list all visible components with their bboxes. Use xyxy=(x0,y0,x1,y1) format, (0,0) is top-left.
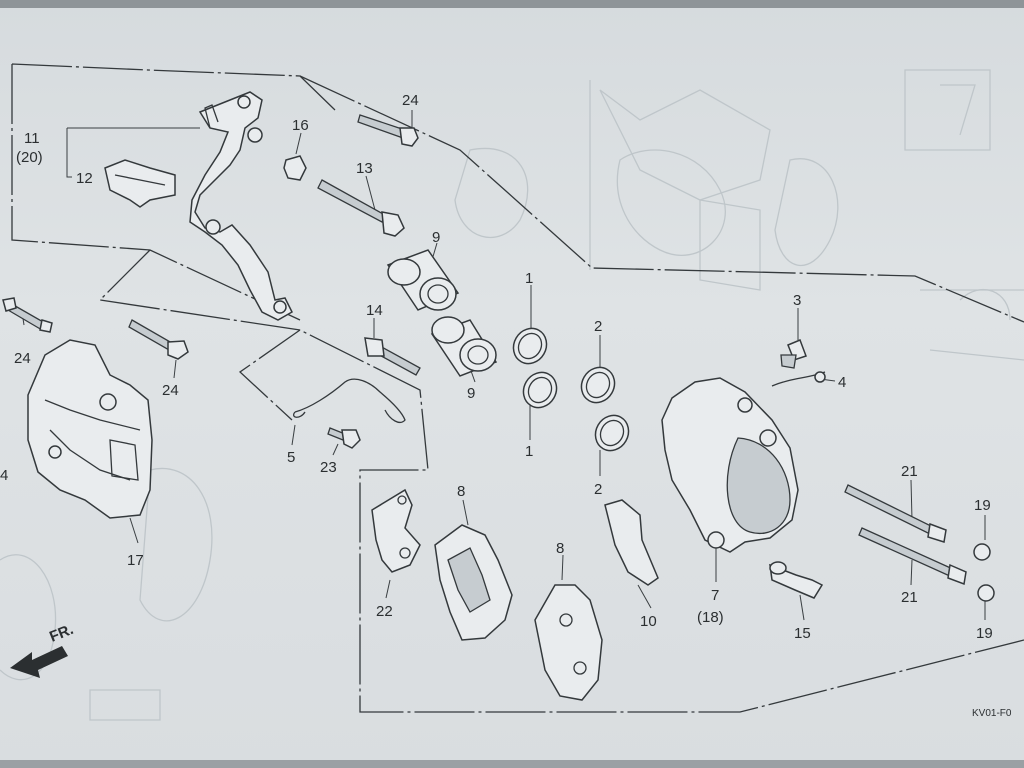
assembly-frame-lines xyxy=(11,63,1024,713)
pin-bolt-part-13 xyxy=(317,179,405,237)
callout-21-lower: 21 xyxy=(901,589,918,606)
pad-shim-part-22 xyxy=(371,488,421,573)
page-bottom-edge xyxy=(0,760,1024,768)
leader-lines xyxy=(21,110,986,621)
callout-12: 12 xyxy=(76,170,93,187)
callout-14: 14 xyxy=(366,302,383,319)
callout-9-upper: 9 xyxy=(432,229,440,246)
callout-16: 16 xyxy=(292,117,309,134)
callout-4: 4 xyxy=(838,374,846,391)
caliper-bracket-part-11 xyxy=(189,91,293,321)
callout-8-lower: 8 xyxy=(556,540,564,557)
piston-seal-part-1 xyxy=(512,327,558,409)
callout-22: 22 xyxy=(376,603,393,620)
callout-23: 23 xyxy=(320,459,337,476)
callout-7: 7 xyxy=(711,587,719,604)
bolt-part-23 xyxy=(327,427,361,449)
pin-part-21 xyxy=(844,484,967,586)
sleeve-part-9 xyxy=(386,249,498,377)
pad-spring-part-10 xyxy=(604,499,659,586)
callout-24-top: 24 xyxy=(402,92,419,109)
callout-8-upper: 8 xyxy=(457,483,465,500)
callout-11-alt: (20) xyxy=(16,149,43,166)
page-top-edge xyxy=(0,0,1024,8)
callout-10: 10 xyxy=(640,613,657,630)
callout-15: 15 xyxy=(794,625,811,642)
callout-labels: 11 (20) 12 24 16 13 9 9 1 1 2 2 3 4 14 5… xyxy=(0,92,993,642)
caliper-body-part-7 xyxy=(661,377,799,553)
front-direction-arrow-icon xyxy=(10,646,68,678)
front-direction-label: FR. xyxy=(47,621,76,646)
show-through-ghost xyxy=(0,69,1024,721)
nut-part-16 xyxy=(283,155,307,181)
callout-2-lower: 2 xyxy=(594,481,602,498)
callout-17: 17 xyxy=(127,552,144,569)
bolt-part-24 xyxy=(2,114,419,360)
callout-24-mid: 24 xyxy=(162,382,179,399)
callout-13: 13 xyxy=(356,160,373,177)
callout-5: 5 xyxy=(287,449,295,466)
caliper-body-part-17 xyxy=(27,339,153,519)
brake-pad-part-8 xyxy=(434,524,603,701)
drawing-code: KV01-F0 xyxy=(972,708,1012,719)
callout-21-upper: 21 xyxy=(901,463,918,480)
plug-part-15 xyxy=(769,561,824,599)
callout-1-lower: 1 xyxy=(525,443,533,460)
retainer-wire-part-5 xyxy=(293,378,406,424)
callout-24-left: 24 xyxy=(14,350,31,367)
callout-2-upper: 2 xyxy=(594,318,602,335)
callout-9-lower: 9 xyxy=(467,385,475,402)
pin-part-14 xyxy=(364,337,421,376)
callout-3: 3 xyxy=(793,292,801,309)
bleeder-part-3 xyxy=(780,339,807,369)
pad-spring-part-12 xyxy=(104,159,176,208)
cap-part-19 xyxy=(973,543,995,602)
callout-1-upper: 1 xyxy=(525,270,533,287)
callout-19-lower: 19 xyxy=(976,625,993,642)
callout-19-upper: 19 xyxy=(974,497,991,514)
callout-7-alt: (18) xyxy=(697,609,724,626)
dust-seal-part-2 xyxy=(580,366,630,452)
callout-11: 11 xyxy=(24,130,40,147)
callout-4-edge: 4 xyxy=(0,467,8,484)
cap-part-4 xyxy=(771,371,826,387)
